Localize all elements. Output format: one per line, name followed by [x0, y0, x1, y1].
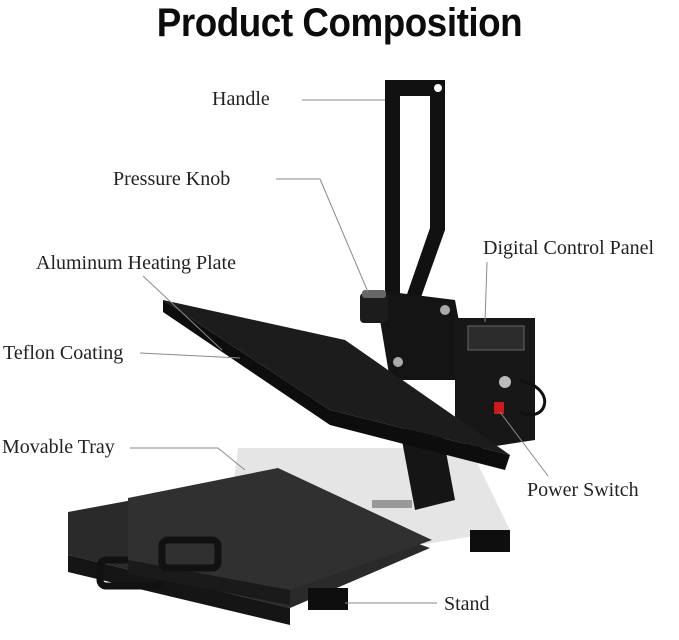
page-title: Product Composition [156, 1, 523, 45]
label-teflon-coating: Teflon Coating [3, 342, 124, 364]
handle-loop [385, 80, 445, 300]
lower-pad-handle [158, 536, 222, 572]
label-stand: Stand [444, 593, 490, 615]
control-panel-box [455, 318, 535, 450]
power-cable [519, 378, 547, 417]
leader-lines [130, 99, 549, 604]
label-movable-tray: Movable Tray [2, 436, 115, 458]
label-handle: Handle [212, 88, 270, 110]
label-pressure-knob: Pressure Knob [113, 168, 231, 190]
heating-plate-top [163, 300, 510, 455]
heating-plate-face [163, 300, 330, 425]
pivot-bolt-2 [393, 357, 403, 367]
power-switch-red [494, 402, 504, 414]
control-panel-screen [467, 325, 525, 351]
leader-knob-diag [319, 178, 369, 293]
stand-foot-back [470, 530, 510, 552]
leader-teflon [139, 352, 241, 359]
label-power-switch: Power Switch [527, 479, 639, 501]
stand-foot-front [308, 588, 348, 610]
leader-panel [484, 261, 488, 323]
control-knob [499, 376, 511, 388]
lower-pad [128, 468, 432, 590]
pivot-bolt-1 [440, 305, 450, 315]
pressure-knob [360, 293, 388, 323]
label-heating-plate: Aluminum Heating Plate [36, 252, 236, 274]
label-digital-control-panel: Digital Control Panel [483, 237, 655, 259]
leader-heating-plate [142, 275, 223, 351]
support-rod [372, 500, 412, 508]
movable-tray-edge [68, 555, 290, 625]
leader-switch [499, 411, 549, 477]
handle-hole [434, 84, 442, 92]
leader-tray-diag [217, 447, 246, 471]
pressure-knob-cap [362, 290, 386, 298]
heating-plate-front [330, 410, 510, 470]
